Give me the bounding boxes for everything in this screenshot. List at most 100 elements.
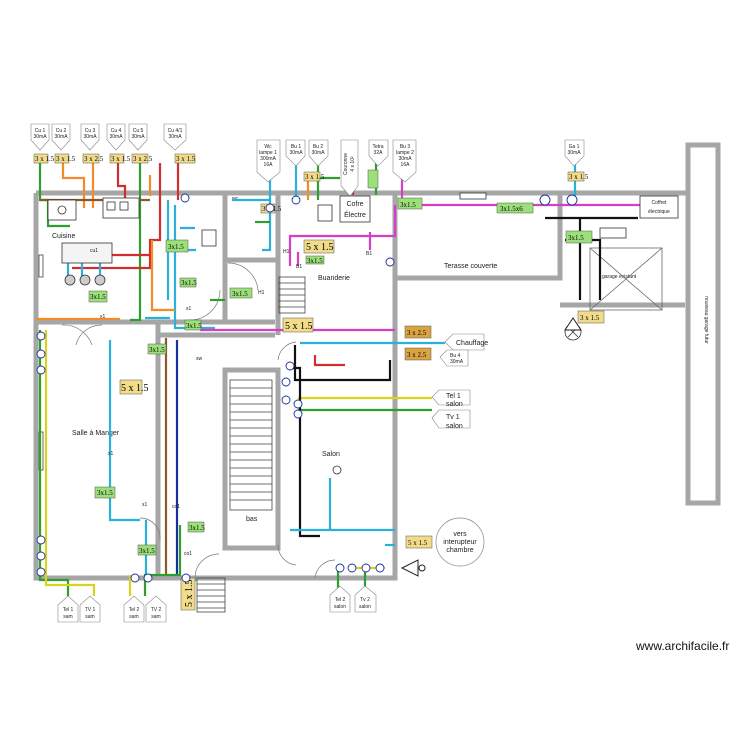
outlet-icon [36, 567, 46, 577]
outlet-icon [36, 551, 46, 561]
room-bas: bas [246, 516, 258, 523]
breaker-bu2-l2: 30mA [311, 150, 325, 156]
cable-label-bu3: 3x1.5 [397, 197, 423, 210]
breaker-cu1-l1: Cu 1 [35, 128, 46, 134]
breaker-tag-cu4 [106, 123, 126, 151]
doors [61, 262, 336, 579]
cable-label-sam-vertical: 5 x 1.5 [119, 379, 149, 395]
tag-tv1-salon [431, 409, 471, 429]
label-s1: s1 [186, 306, 192, 312]
lamp-icon [418, 564, 426, 572]
outlet-icon [281, 395, 291, 405]
cable-label-cu2: 3 x 1.5 [54, 153, 76, 164]
cofre-l1: Cofre [346, 201, 363, 208]
outlet-icon [36, 331, 46, 341]
breaker-tag-wc [256, 139, 281, 183]
breaker-bu3-l1: Bu 3 [400, 144, 411, 150]
tag-tel2-salon [329, 585, 351, 613]
garage-door [589, 227, 663, 311]
breaker-bu1-l1: Bu 1 [291, 144, 302, 150]
svg-text:3x1.5: 3x1.5 [189, 524, 205, 532]
outlet-icon [181, 573, 191, 583]
svg-text:3 x 1.5: 3 x 1.5 [176, 155, 196, 163]
breaker-cu2-l1: Cu 2 [56, 128, 67, 134]
cable-label-cuisine-2: 3x1.5 [88, 290, 108, 303]
cable-label-cu4: 3 x 1.5 [109, 153, 131, 164]
tag-tv1-salon-l2: salon [446, 423, 463, 430]
tag-tv1-sam-l2: sam [85, 614, 94, 620]
breaker-tag-cu41 [163, 123, 187, 151]
vers-interupteur-circle [435, 517, 485, 567]
room-terasse: Terasse couverte [444, 263, 497, 270]
cable-label-hall-3: 3x1.5 [187, 521, 205, 533]
breaker-tag-couronne [340, 139, 359, 197]
svg-text:3x1.5x6: 3x1.5x6 [500, 205, 523, 213]
svg-text:3 x 1.5: 3 x 1.5 [56, 155, 76, 163]
outlet-icon [265, 203, 275, 213]
svg-text:3x1.5: 3x1.5 [149, 346, 165, 354]
outlet-icon [36, 365, 46, 375]
breaker-tag-cu3 [80, 123, 100, 151]
breaker-wc-l2: lampe 1 [259, 150, 277, 156]
coffret-buanderie-box [339, 195, 371, 223]
tag-tv1-sam [79, 595, 101, 623]
label-sw: sw [196, 356, 203, 362]
label-h1: H1 [283, 249, 290, 255]
outlet-icon [281, 377, 291, 387]
cable-labels: 3 x 1.5 3 x 1.5 3 x 2.5 3 x 1.5 3 x 2.5 … [33, 153, 605, 611]
tag-bu4 [439, 349, 469, 367]
nouveau-garage-outline [685, 142, 721, 506]
chair-icon [94, 274, 106, 286]
tag-bu4-l1: Bu 4 [450, 353, 461, 359]
cable-label-chauffage: 3 x 2.5 [404, 325, 432, 339]
svg-text:3 x 2.5: 3 x 2.5 [133, 155, 153, 163]
outlet-icon [361, 563, 371, 573]
kitchen-counter [61, 242, 113, 264]
breaker-tag-cu5 [128, 123, 148, 151]
wires [36, 163, 640, 596]
walls [33, 190, 687, 581]
outlets [36, 193, 578, 583]
tag-tv2-salon [354, 585, 377, 613]
fixtures [47, 192, 582, 475]
cable-label-cuisine-1: 3x1.5 [165, 239, 189, 253]
coffret-l2: électrique [648, 209, 670, 215]
svg-text:5 x 1.5: 5 x 1.5 [408, 539, 428, 547]
outlet-icon [539, 194, 551, 206]
svg-text:3 x 1.5: 3 x 1.5 [111, 155, 131, 163]
svg-text:3 x 1.5: 3 x 1.5 [569, 173, 589, 181]
breaker-tag-cu2 [51, 123, 71, 151]
breaker-cu2-l2: 30mA [54, 134, 68, 140]
cable-label-salon-ext: 5 x 1.5 [405, 535, 433, 549]
label-x1: x1 [142, 502, 148, 508]
label-x1: x1 [108, 451, 114, 457]
svg-text:3x1.5: 3x1.5 [168, 243, 184, 251]
coffret-electrique-box [639, 195, 679, 219]
lamp-icon [564, 317, 582, 331]
salon-light-icon [332, 465, 342, 475]
garage-light-fixture [459, 192, 487, 200]
tag-tv2-salon-l1: Tv 2 [360, 597, 370, 603]
outlet-icon [291, 195, 301, 205]
cable-label-cu3: 3 x 2.5 [82, 153, 104, 164]
breaker-cu3-l1: Cu 3 [85, 128, 96, 134]
breaker-ga1-l2: 30mA [567, 150, 581, 156]
cable-label-corridor: 5 x 1.5 [282, 317, 314, 333]
label-b1: B1 [296, 264, 302, 270]
cable-label-ga1: 3 x 1.5 [567, 171, 589, 182]
tag-tv2-salon-l2: salon [359, 604, 371, 610]
couronne-l1: Couronne [343, 153, 349, 175]
svg-text:3x1.5: 3x1.5 [400, 201, 416, 209]
stairs-entry [196, 577, 226, 613]
label-b1: B1 [366, 251, 372, 257]
breaker-bu1-l2: 30mA [289, 150, 303, 156]
cable-label-bu4: 3 x 2.5 [404, 347, 432, 361]
lamp-icon [400, 559, 419, 577]
tag-tel1-sam-l2: sam [63, 614, 72, 620]
chair-icon [64, 274, 76, 286]
tag-tel1-salon-l2: salon [446, 401, 463, 408]
label-h1: H1 [258, 290, 265, 296]
room-garage-existant: garage existant [602, 274, 637, 280]
water-heater [317, 204, 333, 222]
tag-tel2-sam-l2: sam [129, 614, 138, 620]
